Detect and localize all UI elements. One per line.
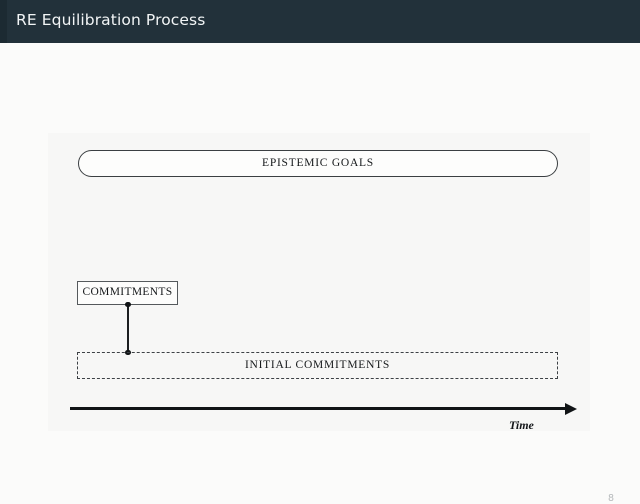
node-epistemic-goals[interactable]: EPISTEMIC GOALS: [78, 150, 558, 177]
node-initial-commitments[interactable]: INITIAL COMMITMENTS: [77, 352, 558, 379]
node-commitments[interactable]: COMMITMENTS: [77, 281, 178, 305]
page-number: 8: [608, 493, 615, 504]
arrow-right-icon: [565, 402, 577, 415]
node-epistemic-goals-label: EPISTEMIC GOALS: [262, 156, 374, 169]
time-axis-label: Time: [509, 418, 534, 432]
slide-header-bar: RE Equilibration Process: [0, 0, 640, 43]
header-accent-strip: [0, 0, 7, 43]
node-initial-commitments-label: INITIAL COMMITMENTS: [244, 358, 391, 371]
connector-dot-top: [125, 301, 131, 307]
node-commitments-label: COMMITMENTS: [82, 286, 173, 299]
page-title: RE Equilibration Process: [16, 11, 206, 29]
time-axis: [70, 402, 577, 415]
connector-commitments-to-initial: [127, 304, 129, 353]
time-axis-line: [70, 407, 567, 410]
slide-body: EPISTEMIC GOALS COMMITMENTS INITIAL COMM…: [0, 43, 640, 504]
